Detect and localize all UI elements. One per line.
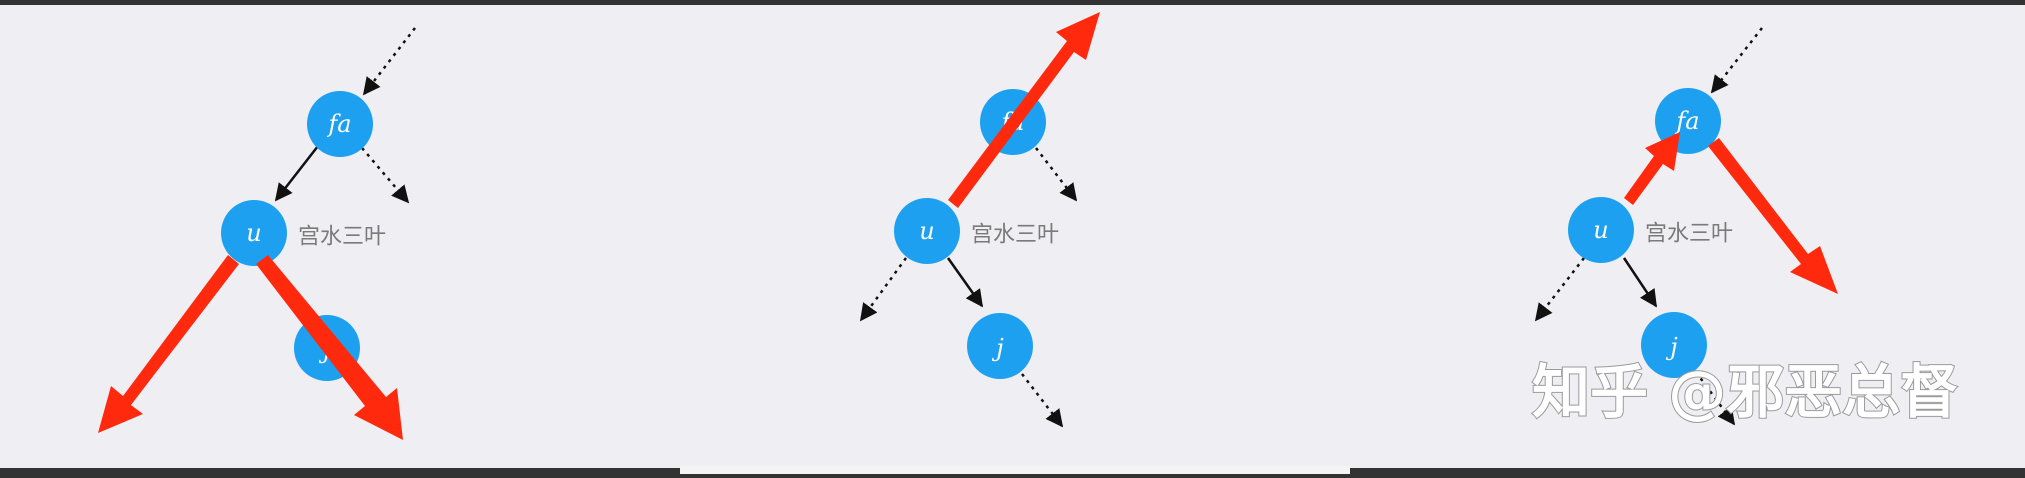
author-watermark: 宫水三叶 [971,223,1059,248]
node-u-label: u [246,219,261,247]
dotted-edge-j-right [1021,373,1064,428]
node-u [894,198,960,264]
node-fa-label: fa [1674,107,1699,135]
node-u [1568,197,1634,263]
node-u-label: u [1593,216,1608,244]
red-arrow-down-right [256,255,403,440]
node-j [967,313,1033,379]
author-watermark: 宫水三叶 [298,225,386,250]
panel-2: fa u j 宫水三叶 [859,12,1100,428]
node-fa-label: fa [326,110,351,138]
red-arrow-u-to-fa [1624,132,1680,205]
bottom-strip [680,466,1350,474]
node-fa [307,91,373,157]
brand-watermark: 知乎 @邪恶总督 [1532,358,1958,426]
panel-1: fa j u 宫水三叶 [98,27,416,440]
dotted-edge-parent-to-fa [1710,27,1763,94]
panel-3: fa u j 宫水三叶 知乎 @邪恶总督 [1531,27,1959,427]
dotted-edge-fa-right [1035,147,1078,202]
panel-background [0,5,2025,468]
dotted-edge-parent-to-fa [362,27,416,96]
red-arrow-up-right [948,12,1100,208]
node-j [1641,312,1707,378]
red-arrow-fa-down-right [1708,138,1838,294]
edge-u-to-j [946,257,984,308]
node-u [221,200,287,266]
author-watermark: 宫水三叶 [1645,222,1733,247]
dotted-edge-u-left [1534,257,1585,322]
node-u-label: u [919,217,934,245]
red-arrow-down-left [98,255,239,433]
edge-fa-to-u [274,145,319,202]
edge-u-to-j [1622,257,1658,308]
dotted-edge-j-right [1694,371,1736,426]
